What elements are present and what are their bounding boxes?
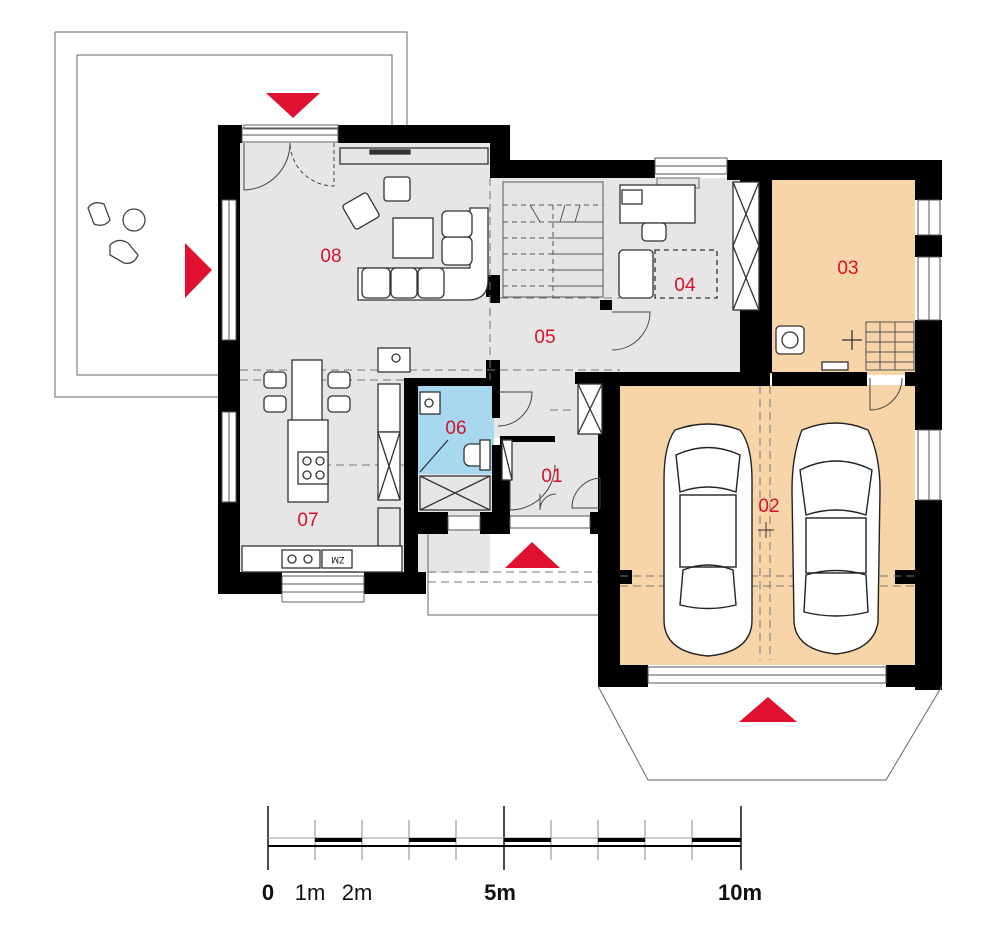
doors <box>243 142 903 511</box>
room-label-05: 05 <box>534 327 555 348</box>
scale-label-1m: 1m <box>295 880 326 905</box>
terrace <box>54 31 408 398</box>
room-label-07: 07 <box>297 510 318 531</box>
kitchen-furniture <box>241 347 411 573</box>
arrow-entry <box>505 542 560 568</box>
garage-lights <box>758 332 853 538</box>
room-label-01: 01 <box>541 466 562 487</box>
room-labels: 08 05 04 03 06 01 02 07 <box>297 246 858 531</box>
scale-label-2m: 2m <box>342 880 373 905</box>
room-label-02: 02 <box>758 496 779 517</box>
room-label-08: 08 <box>320 246 341 267</box>
car-right <box>791 422 881 655</box>
terrace-chairs <box>87 202 146 264</box>
car-left <box>663 423 753 657</box>
stairs <box>502 181 915 371</box>
office-furniture <box>618 181 760 311</box>
entry-furniture <box>501 383 603 481</box>
scale-bar: 0 1m 2m 5m 10m <box>262 806 762 905</box>
arrow-garage <box>739 697 797 722</box>
scale-label-0: 0 <box>262 880 274 905</box>
windows <box>221 127 941 684</box>
room-label-06: 06 <box>445 418 466 439</box>
room-label-03: 03 <box>837 258 858 279</box>
arrow-top <box>266 93 320 118</box>
arrow-left <box>185 243 212 298</box>
scale-label-10m: 10m <box>718 880 762 905</box>
scale-label-5m: 5m <box>484 880 516 905</box>
utility-furniture <box>775 325 862 371</box>
living-furniture <box>339 147 489 301</box>
bathroom-furniture <box>419 391 491 511</box>
canopies <box>427 534 943 781</box>
entrance-arrows <box>185 93 797 722</box>
kitchen-counter-text: ZM <box>332 555 345 565</box>
room-label-04: 04 <box>674 275 696 296</box>
